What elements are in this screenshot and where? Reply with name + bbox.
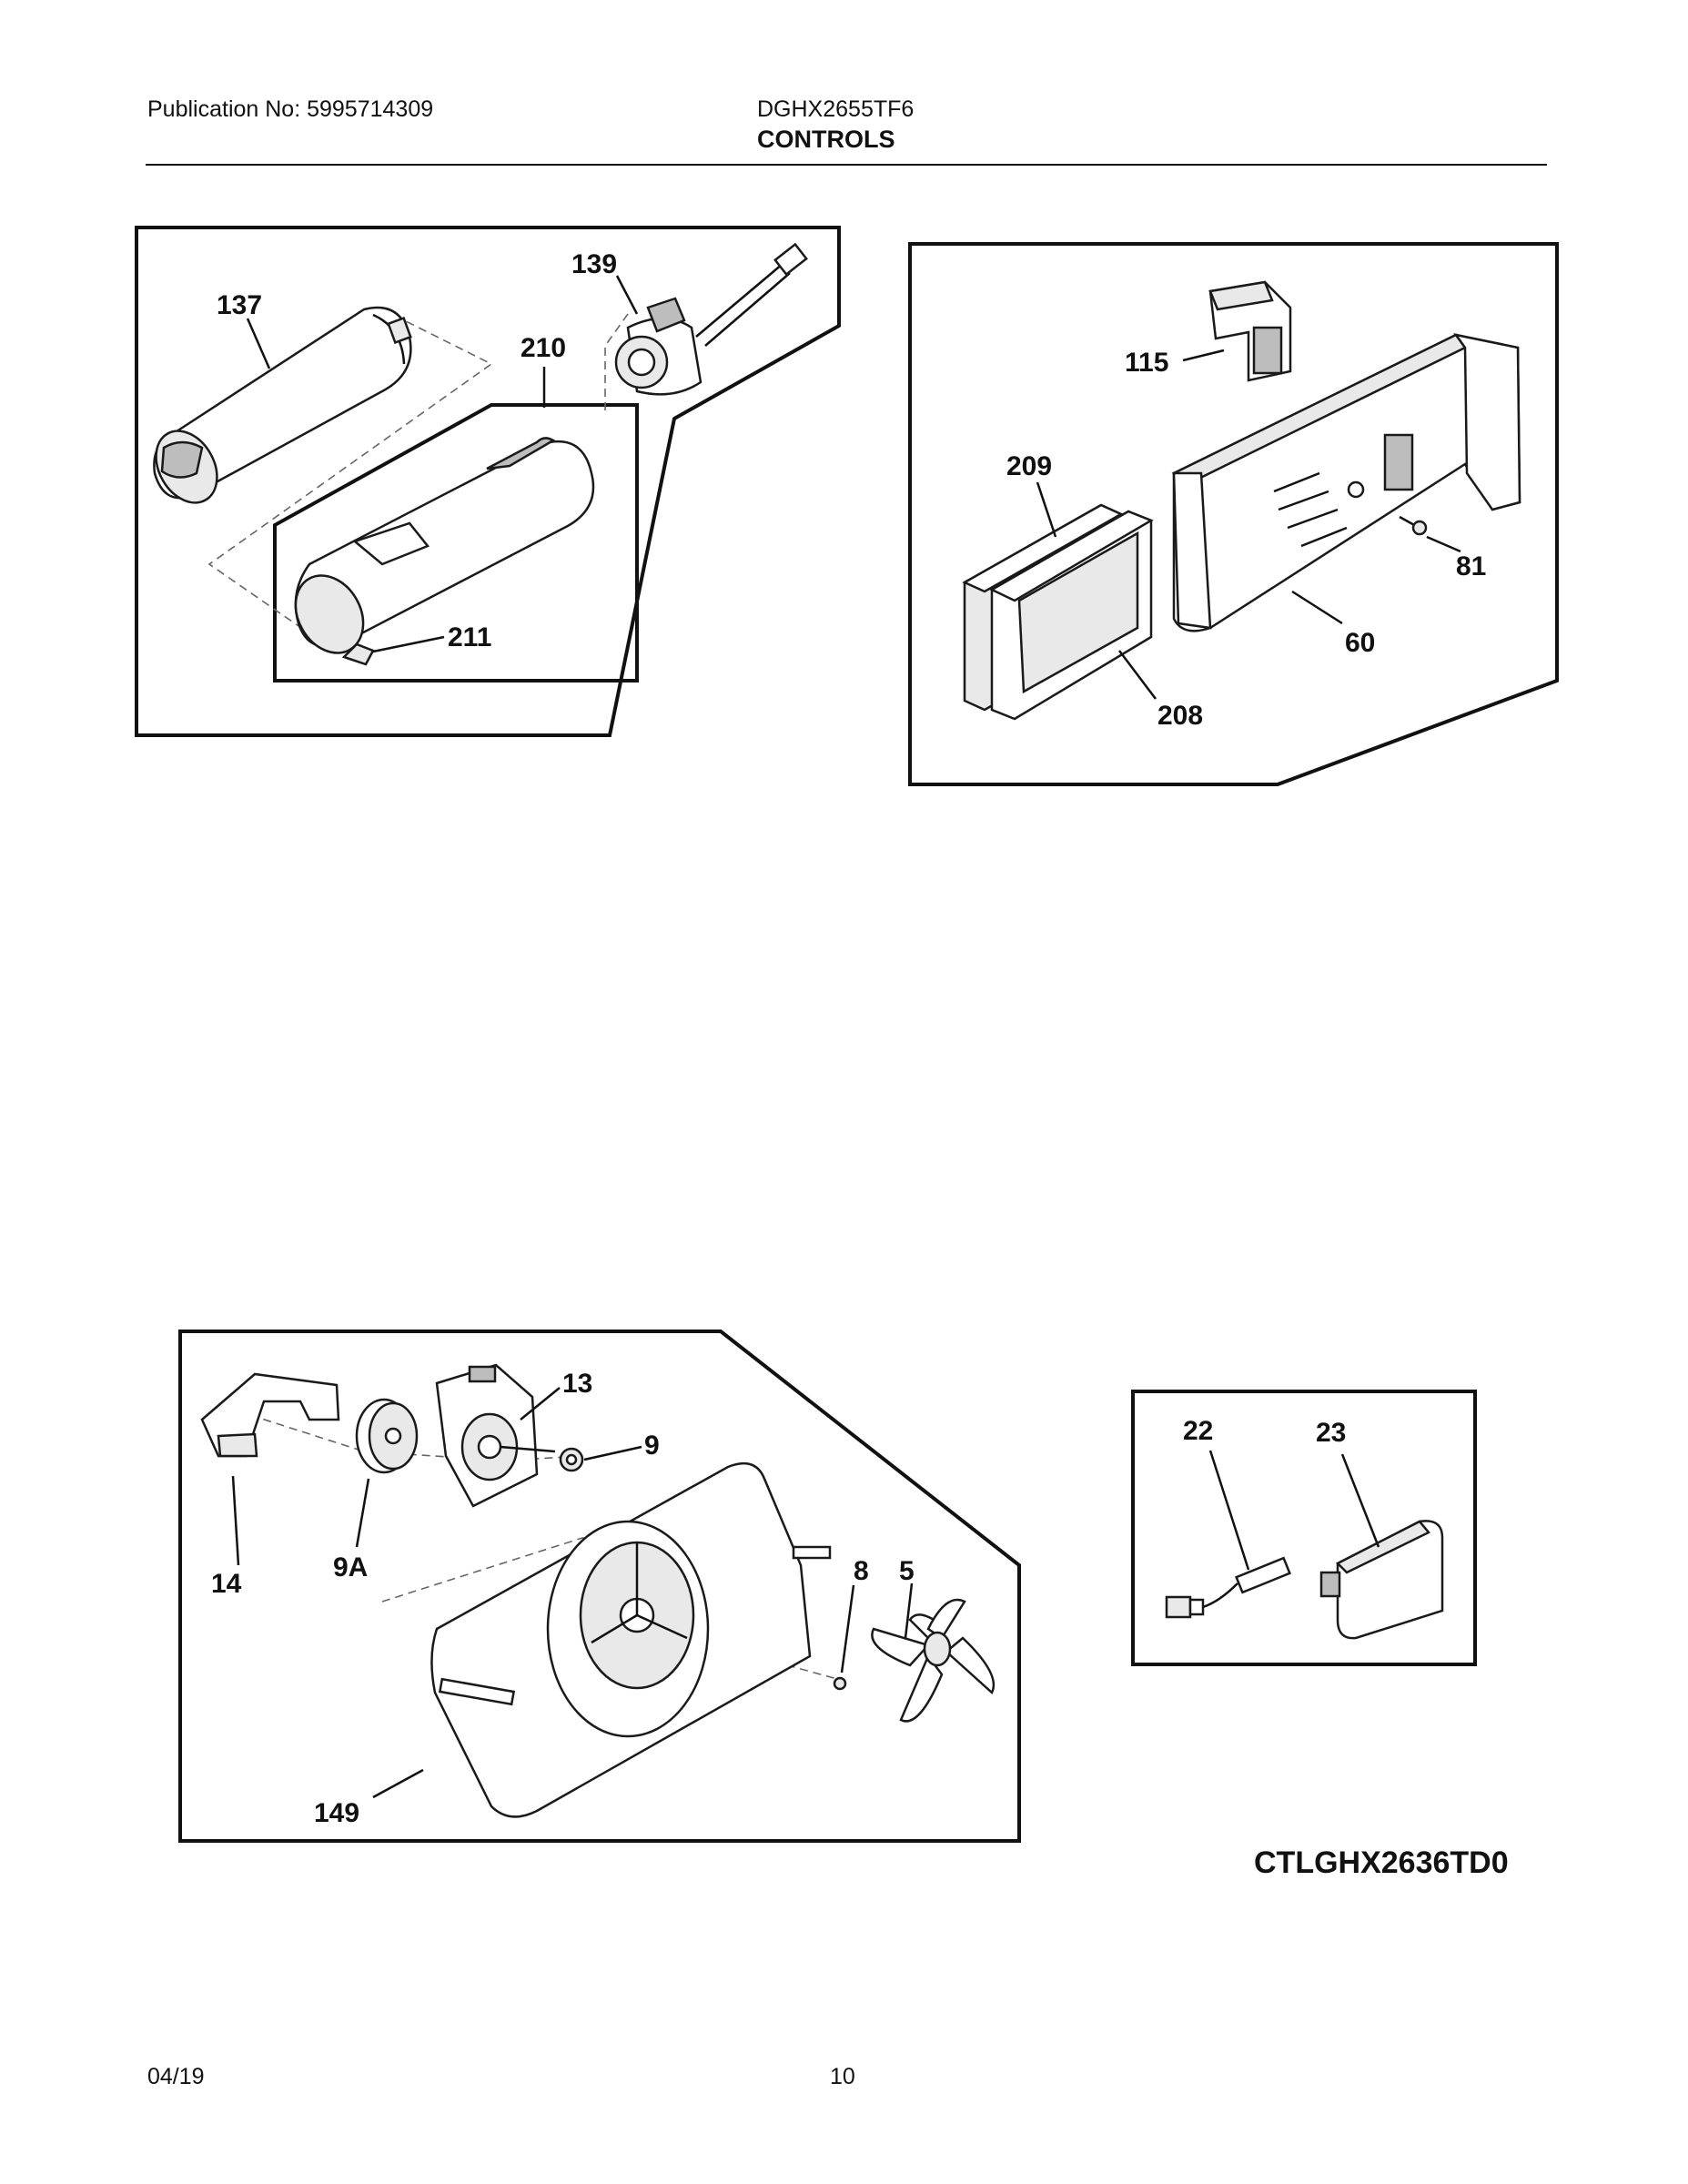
callout-208: 208 xyxy=(1157,701,1203,731)
callout-211: 211 xyxy=(448,622,491,652)
housing-screw xyxy=(1399,515,1428,536)
fan-bracket xyxy=(200,1372,340,1458)
callout-210: 210 xyxy=(521,333,566,363)
callout-14: 14 xyxy=(211,1569,242,1599)
fan-washer xyxy=(833,1676,847,1691)
light-panel: 22 23 xyxy=(1131,1390,1477,1666)
light-panel-frame xyxy=(1131,1390,1477,1666)
callout-9: 9 xyxy=(644,1431,660,1461)
air-filter-panel: 115 60 81 209 xyxy=(908,242,1559,786)
callout-115: 115 xyxy=(1125,348,1168,378)
fan-motor xyxy=(435,1363,556,1508)
filter-head-valve xyxy=(614,242,808,396)
light-housing xyxy=(1319,1520,1444,1640)
footer-page-number: 10 xyxy=(830,2064,855,2089)
publication-number: Publication No: 5995714309 xyxy=(147,96,434,122)
callout-13: 13 xyxy=(562,1369,592,1399)
callout-60: 60 xyxy=(1345,628,1375,658)
callout-23: 23 xyxy=(1316,1418,1346,1448)
light-harness xyxy=(1165,1556,1291,1619)
fan-nut xyxy=(559,1447,584,1472)
water-filter-panel-frame xyxy=(135,226,841,737)
water-filter-panel: 137 139 210 211 xyxy=(135,226,841,737)
fan-shroud xyxy=(430,1461,832,1818)
page-title: CONTROLS xyxy=(757,126,895,153)
water-filter-cartridge xyxy=(153,306,412,504)
callout-22: 22 xyxy=(1183,1416,1213,1446)
callout-139: 139 xyxy=(571,249,617,279)
air-damper-actuator xyxy=(1208,280,1292,382)
filter-housing xyxy=(294,437,595,654)
footer-date: 04/19 xyxy=(147,2064,205,2089)
diagram-code: CTLGHX2636TD0 xyxy=(1254,1845,1509,1880)
air-filter-frame xyxy=(989,510,1154,721)
callout-137: 137 xyxy=(217,290,262,320)
header-divider xyxy=(146,164,1547,166)
callout-5: 5 xyxy=(899,1556,915,1586)
callout-8: 8 xyxy=(854,1556,869,1586)
callout-209: 209 xyxy=(1006,451,1052,481)
air-filter-panel-frame xyxy=(908,242,1559,786)
callout-9A: 9A xyxy=(333,1552,368,1582)
model-number: DGHX2655TF6 xyxy=(757,96,915,122)
fan-assembly-panel-frame xyxy=(178,1330,1021,1843)
motor-mount xyxy=(355,1398,419,1474)
fan-blade xyxy=(871,1598,996,1723)
callout-81: 81 xyxy=(1456,551,1486,581)
filter-housing-box xyxy=(273,403,639,682)
fan-assembly-panel: 14 9A 13 9 xyxy=(178,1330,1021,1843)
air-filter-housing xyxy=(1171,333,1521,632)
callout-149: 149 xyxy=(314,1798,359,1828)
